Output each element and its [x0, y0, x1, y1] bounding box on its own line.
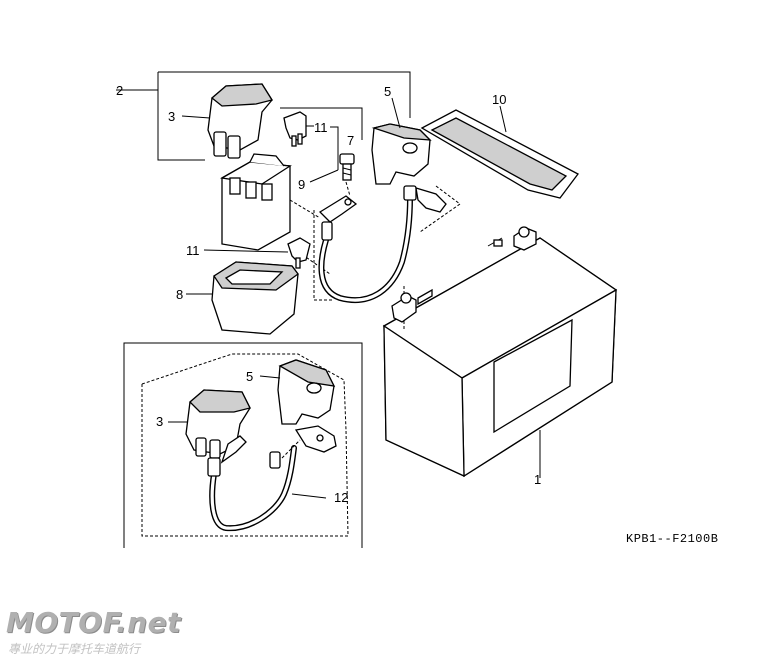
- part-1-battery: [382, 226, 618, 478]
- part-9-bolt: [339, 153, 355, 181]
- part-3-relay-cover: [181, 83, 274, 159]
- callout-12: 12: [334, 490, 348, 505]
- diagram-code: KPB1--F2100B: [626, 532, 718, 546]
- part-3-relay-cover-lower: [168, 389, 251, 459]
- callout-5-lower: 5: [246, 369, 253, 384]
- callout-labels: 2 3 5 10 11 7 9 11 8 5 3 12 1: [116, 83, 541, 505]
- part-10-battery-band: [420, 105, 579, 199]
- assembly-2-bracket: [116, 71, 411, 161]
- watermark-name: MOTOF.net: [6, 606, 181, 639]
- lower-detail-frame: [123, 342, 363, 548]
- callout-7-9-bracket: [309, 126, 339, 183]
- part-5-terminal-cover-top: [371, 97, 432, 185]
- part-5-terminal-cover-lower: [259, 359, 336, 425]
- watermark-logo: MOTOF.net 專业的力于摩托车道航行: [6, 606, 181, 662]
- callout-9: 9: [298, 177, 305, 192]
- part-12-starter-cable: [207, 425, 337, 532]
- callout-3-lower: 3: [156, 414, 163, 429]
- callout-10: 10: [492, 92, 506, 107]
- part-11-fuse-top: [283, 111, 314, 147]
- callout-11-top: 11: [314, 120, 328, 135]
- starter-relay-body: [220, 153, 331, 275]
- callout-11-lower: 11: [186, 243, 200, 258]
- part-8-rubber-holder: [186, 261, 299, 335]
- starter-cable-top: [313, 181, 461, 304]
- callout-3-top: 3: [168, 109, 175, 124]
- callout-5-top: 5: [384, 84, 391, 99]
- callout-7: 7: [347, 133, 354, 148]
- callout-8: 8: [176, 287, 183, 302]
- callout-1: 1: [534, 472, 541, 487]
- watermark-subtitle: 專业的力于摩托车道航行: [8, 642, 141, 656]
- callout-2: 2: [116, 83, 123, 98]
- part-11-fuse-lower: [203, 237, 311, 269]
